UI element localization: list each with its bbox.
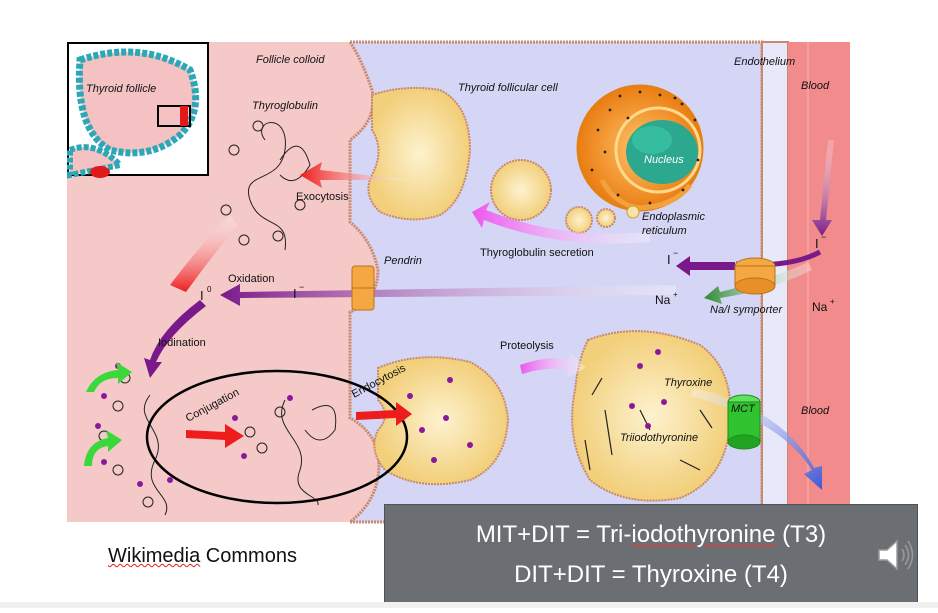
symporter-iodide-arrow: [676, 256, 735, 276]
conjugation-arrow: [186, 424, 244, 448]
label-sodium-right: Na: [812, 300, 828, 314]
secretion-arrow: [472, 202, 650, 244]
label-iodination: Iodination: [158, 337, 206, 349]
label-iodide-left-sup: −: [299, 282, 304, 292]
iodide-transport-arrow: [220, 284, 676, 306]
endocytosis-arrow: [356, 402, 412, 426]
label-iodide-blood-sup: −: [821, 232, 826, 242]
label-endothelium: Endothelium: [734, 56, 795, 68]
label-thyroid-follicular-cell: Thyroid follicular cell: [458, 82, 558, 94]
label-endoplasmic: Endoplasmic: [642, 211, 705, 223]
iodination-green-arrow-top: [86, 362, 132, 392]
label-blood-top: Blood: [801, 80, 830, 92]
label-mct: MCT: [731, 403, 756, 415]
iodination-green-arrow-bottom: [84, 430, 122, 466]
speaker-icon[interactable]: [876, 537, 916, 573]
equation-t3-post: (T3): [775, 521, 827, 548]
label-exocytosis: Exocytosis: [296, 191, 349, 203]
label-oxidation: Oxidation: [228, 273, 274, 285]
label-pendrin: Pendrin: [384, 255, 422, 267]
secretory-vesicles: [490, 159, 616, 234]
conjugation-molecule: [244, 399, 337, 506]
mct-channel: [727, 394, 761, 450]
image-credit: Wikimedia Commons: [108, 545, 297, 568]
label-iodide-blood: I: [815, 236, 819, 251]
label-thyroglobulin-secretion: Thyroglobulin secretion: [480, 247, 594, 259]
label-thyroid-follicle: Thyroid follicle: [86, 83, 156, 95]
nucleus: [576, 84, 704, 219]
label-thyroglobulin: Thyroglobulin: [252, 100, 318, 112]
pendrin-channel: [351, 265, 375, 311]
label-iodine-sup: 0: [207, 285, 212, 294]
label-iodide-left: I: [293, 286, 297, 301]
label-sodium-left: Na: [655, 293, 671, 307]
label-iodine: I: [200, 288, 204, 303]
bottom-rule: [0, 602, 938, 608]
label-iodide-mid-sup: −: [673, 248, 678, 258]
nucleus-dots: [590, 90, 700, 205]
label-reticulum: reticulum: [642, 225, 687, 237]
iodine-atoms: [95, 349, 667, 487]
blood-iodide-arrow: [812, 140, 834, 236]
equation-t3-pre: MIT+DIT = Tri-: [475, 521, 632, 548]
proteolysis-arrow: [520, 352, 586, 378]
endocytosis-vesicle: [373, 356, 510, 486]
label-proteolysis: Proteolysis: [500, 340, 554, 352]
label-iodide-mid: I: [667, 252, 671, 267]
thyroglobulin-molecule: [220, 120, 311, 251]
symporter-channel: [734, 257, 776, 295]
label-triiodothyronine: Triiodothyronine: [620, 432, 698, 444]
credit-word: Wikimedia: [108, 545, 201, 567]
blood-region: [788, 42, 850, 522]
iodination-arrow: [144, 300, 206, 378]
label-sodium-left-sup: +: [673, 290, 678, 299]
equation-t3: MIT+DIT = Tri-iodothyronine (T3): [385, 521, 917, 549]
thyroid-follicle-inset: [67, 42, 209, 179]
label-follicle-colloid: Follicle colloid: [256, 54, 325, 66]
label-symporter: Na/I symporter: [710, 304, 783, 316]
proteolysis-vesicle: [571, 330, 732, 502]
label-thyroxine: Thyroxine: [664, 377, 712, 389]
exocytosis-arrow: [300, 162, 410, 188]
label-blood-bottom: Blood: [801, 405, 830, 417]
hormone-release-arrow: [690, 388, 822, 490]
equation-box: MIT+DIT = Tri-iodothyronine (T3) DIT+DIT…: [384, 504, 918, 604]
label-sodium-right-sup: +: [830, 297, 835, 306]
label-nucleus: Nucleus: [644, 154, 684, 166]
thyroglobulin-down-arrow: [170, 215, 238, 292]
conjugation-ellipse: [145, 369, 409, 505]
equation-t4: DIT+DIT = Thyroxine (T4): [514, 561, 788, 588]
credit-rest: Commons: [200, 545, 297, 567]
exocytosis-vesicle: [367, 86, 472, 221]
equation-t3-wavy: iodothyronine: [631, 521, 776, 548]
